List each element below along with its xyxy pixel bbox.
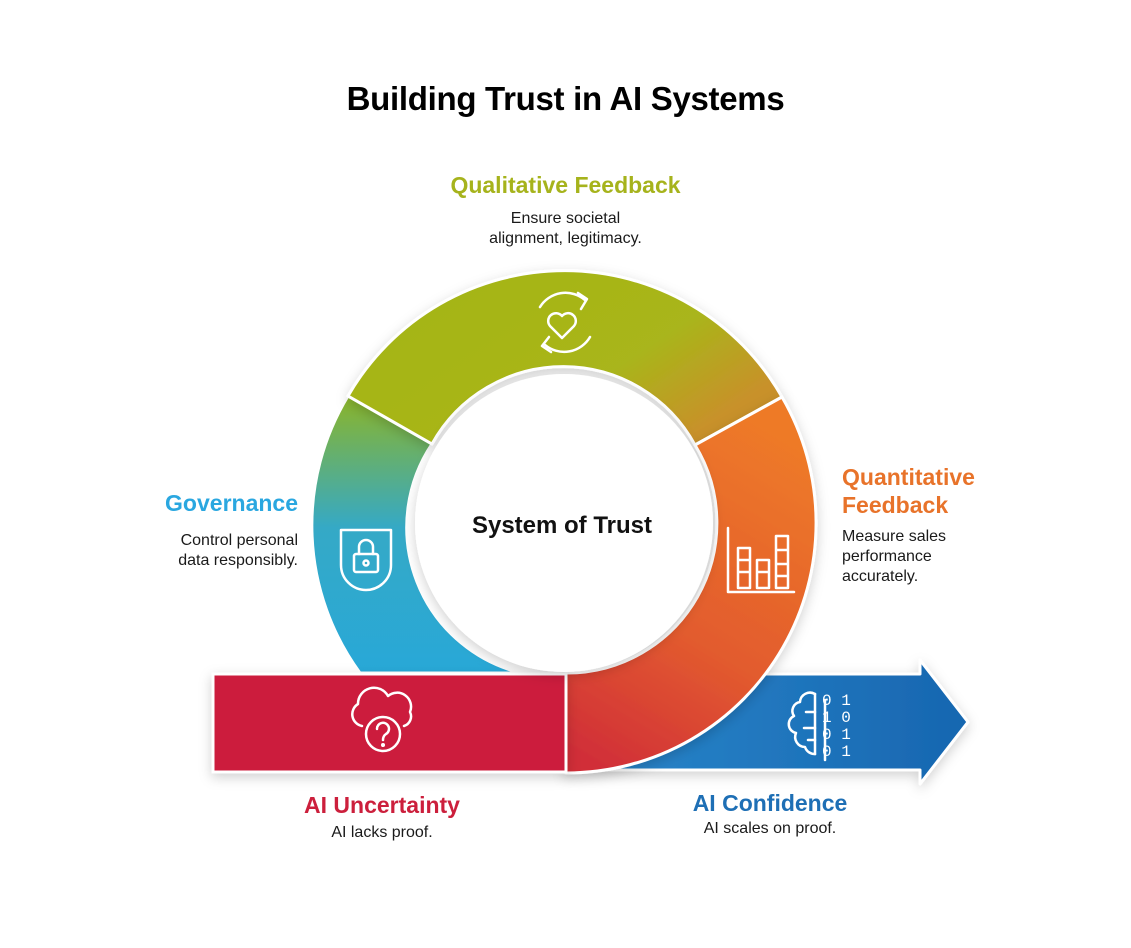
governance-desc-line: Control personal: [180, 532, 298, 549]
center-circle: [415, 374, 713, 672]
qualitative-title: Qualitative Feedback: [450, 172, 681, 198]
quantitative-desc-line: performance: [842, 548, 932, 565]
governance-desc: Control personal data responsibly.: [100, 531, 298, 571]
uncertainty-title: AI Uncertainty: [304, 792, 460, 818]
qualitative-desc-line: Ensure societal: [510, 210, 621, 227]
heart-cycle-icon: [538, 291, 592, 354]
qualitative-desc-line: alignment, legitimacy.: [489, 230, 642, 247]
qualitative-desc: Ensure societal alignment, legitimacy.: [0, 209, 1131, 249]
binary-digits: 0 1 1 0 0 1 0 1: [822, 692, 851, 761]
cloud-question-icon: [351, 686, 413, 753]
confidence-desc: AI scales on proof.: [703, 820, 837, 837]
uncertainty-bar: [211, 672, 568, 774]
quantitative-segment: [564, 395, 818, 775]
governance-desc-line: data responsibly.: [178, 552, 298, 569]
center-label: System of Trust: [472, 512, 652, 539]
binary-row: 0 1: [822, 726, 851, 744]
governance-title: Governance: [165, 490, 298, 516]
shield-lock-icon: [339, 528, 393, 592]
binary-row: 0 1: [822, 692, 851, 710]
binary-row: 1 0: [822, 709, 851, 727]
governance-segment: [310, 394, 568, 775]
quantitative-title-line: Feedback: [842, 492, 949, 518]
binary-row: 0 1: [822, 743, 851, 761]
quantitative-desc: Measure sales performance accurately.: [842, 527, 946, 587]
quantitative-title: Quantitative Feedback: [842, 463, 975, 519]
page-title: Building Trust in AI Systems: [346, 80, 785, 117]
qualitative-segment: [346, 269, 784, 447]
brain-binary-icon: [787, 691, 827, 762]
quantitative-title-line: Quantitative: [842, 464, 975, 490]
bar-chart-icon: [726, 526, 796, 594]
quantitative-desc-line: accurately.: [842, 568, 919, 585]
quantitative-desc-line: Measure sales: [842, 528, 947, 545]
uncertainty-desc: AI lacks proof.: [331, 824, 433, 841]
confidence-title: AI Confidence: [692, 790, 848, 816]
